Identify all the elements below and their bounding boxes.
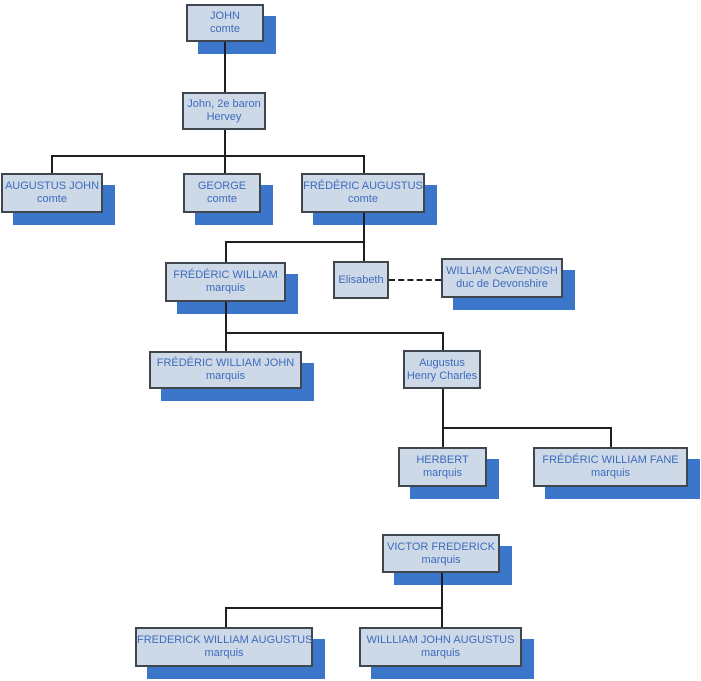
node-title: comte [348,193,378,205]
connector-line [225,332,442,334]
node-name: FRÉDÉRIC WILLIAM JOHN [156,357,295,369]
node-title: Henry Charles [406,369,478,382]
connector-line [610,427,612,447]
connector-line [442,389,444,447]
node-title: duc de Devonshire [456,278,548,290]
node-title: Hervey [206,111,242,123]
node-name: JOHN [210,10,240,22]
connector-line [225,302,227,351]
connector-line [51,155,53,173]
connector-line [442,427,610,429]
node-title: marquis [422,467,463,479]
node-title: comte [37,193,67,205]
connector-line [363,213,365,261]
node-title: comte [210,23,240,35]
node-name: WILLIAM CAVENDISH [446,265,558,277]
connector-line [225,607,227,627]
tree-node-elisabeth: Elisabeth [333,261,389,299]
node-name: Elisabeth [338,273,384,286]
connector-line [225,241,363,243]
connector-line [442,332,444,350]
node-title: marquis [420,647,461,659]
connector-line [225,607,441,609]
node-title: marquis [205,370,246,382]
node-name: GEORGE [197,180,247,192]
connector-line [224,42,226,92]
node-title: comte [207,193,237,205]
connector-line [51,155,363,157]
node-title: marquis [204,647,244,659]
connector-line [363,155,365,173]
node-name: WILLLIAM JOHN AUGUSTUS [366,634,515,646]
node-name: FRÉDÉRIC WILLIAM FANE [542,454,679,466]
node-name: AUGUSTUS JOHN [4,180,100,192]
node-title: marquis [421,553,461,566]
node-name: John, 2e baron [187,98,261,110]
marriage-dashed-connector [389,279,441,281]
node-title: marquis [590,467,631,479]
node-name: HERBERT [416,454,469,466]
node-title: marquis [205,282,246,294]
node-name: FREDERICK WILLIAM AUGUSTUS [137,634,313,646]
connector-line [441,573,443,627]
node-name: FRÉDÉRIC WILLIAM [173,269,278,281]
connector-line [224,130,226,173]
node-name: VICTOR FREDERICK [387,540,495,553]
node-name: FRÉDÉRIC AUGUSTUS [303,180,423,192]
node-name: Augustus [419,356,465,369]
connector-line [225,241,227,262]
